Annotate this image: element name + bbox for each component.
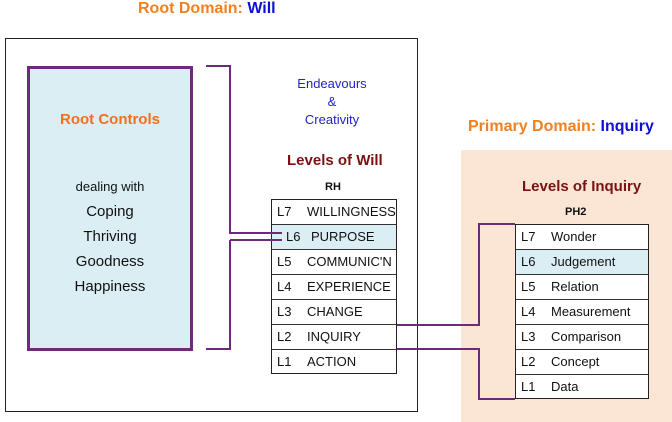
level-name: Relation [551,279,599,294]
level-name: INQUIRY [307,329,361,344]
root-control-item: Coping [86,203,134,220]
level-name: COMMUNIC'N [307,254,392,269]
ampersand-text: & [327,94,337,109]
levels-of-will-heading: Levels of Will [287,152,383,169]
inquiry-level-row: L1 Data [516,375,648,400]
root-bracket [206,65,282,234]
root-domain-value: Will [247,0,276,17]
will-to-inquiry-top [397,223,515,326]
will-levels-table: L7 WILLINGNESS L6 PURPOSE L5 COMMUNIC'N … [271,199,397,374]
will-code-label: RH [325,181,341,193]
level-name: WILLINGNESS [307,204,396,219]
creativity-text: Creativity [304,112,360,127]
primary-domain-label: Primary Domain: [468,118,597,135]
root-controls-title: Root Controls [60,111,160,128]
will-level-row: L7 WILLINGNESS [272,200,396,225]
level-name: ACTION [307,354,357,369]
level-name: Comparison [551,329,622,344]
level-code: L1 [277,354,292,369]
inquiry-level-row: L4 Measurement [516,300,648,325]
inquiry-level-row: L2 Concept [516,350,648,375]
level-name: Data [551,379,579,394]
inquiry-level-row: L6 Judgement [516,250,648,275]
root-controls-box [27,66,193,351]
root-domain-label: Root Domain: [138,0,243,17]
levels-of-inquiry-heading: Levels of Inquiry [522,178,642,195]
level-code: L2 [521,354,536,369]
level-name: Concept [551,354,600,369]
level-name: CHANGE [307,304,363,319]
level-name: EXPERIENCE [307,279,391,294]
inquiry-code-label: PH2 [565,206,587,218]
level-code: L5 [521,279,536,294]
level-code: L5 [277,254,292,269]
level-code: L6 [521,254,536,269]
inquiry-level-row: L7 Wonder [516,225,648,250]
primary-domain-title: Primary Domain: Inquiry [468,118,654,136]
level-name: Measurement [551,304,631,319]
root-control-item: Happiness [74,278,146,295]
inquiry-level-row: L3 Comparison [516,325,648,350]
level-code: L6 [286,229,301,244]
level-code: L3 [521,329,536,344]
will-domain-frame [5,38,418,412]
will-level-row: L5 COMMUNIC'N [272,250,396,275]
level-code: L7 [277,204,292,219]
inquiry-level-row: L5 Relation [516,275,648,300]
level-code: L7 [521,229,536,244]
will-level-row: L3 CHANGE [272,300,396,325]
will-level-row: L1 ACTION [272,350,396,375]
will-level-row: L4 EXPERIENCE [272,275,396,300]
level-code: L2 [277,329,292,344]
endeavours-text: Endeavours [297,76,367,91]
level-code: L4 [521,304,536,319]
level-name: Wonder [551,229,597,244]
will-to-inquiry-bottom [397,348,515,400]
root-controls-subtitle: dealing with [75,179,145,194]
root-control-item: Thriving [83,228,137,245]
root-bracket-lower [206,240,231,350]
level-code: L3 [277,304,292,319]
primary-domain-value: Inquiry [600,118,654,135]
level-name: Judgement [551,254,616,269]
will-level-row: L6 PURPOSE [272,225,396,250]
level-code: L1 [521,379,536,394]
inquiry-levels-table: L7 Wonder L6 Judgement L5 Relation L4 Me… [515,224,649,399]
level-code: L4 [277,279,292,294]
level-name: PURPOSE [311,229,375,244]
root-control-item: Goodness [75,253,145,270]
will-level-row: L2 INQUIRY [272,325,396,350]
root-domain-title: Root Domain: Will [138,0,276,18]
